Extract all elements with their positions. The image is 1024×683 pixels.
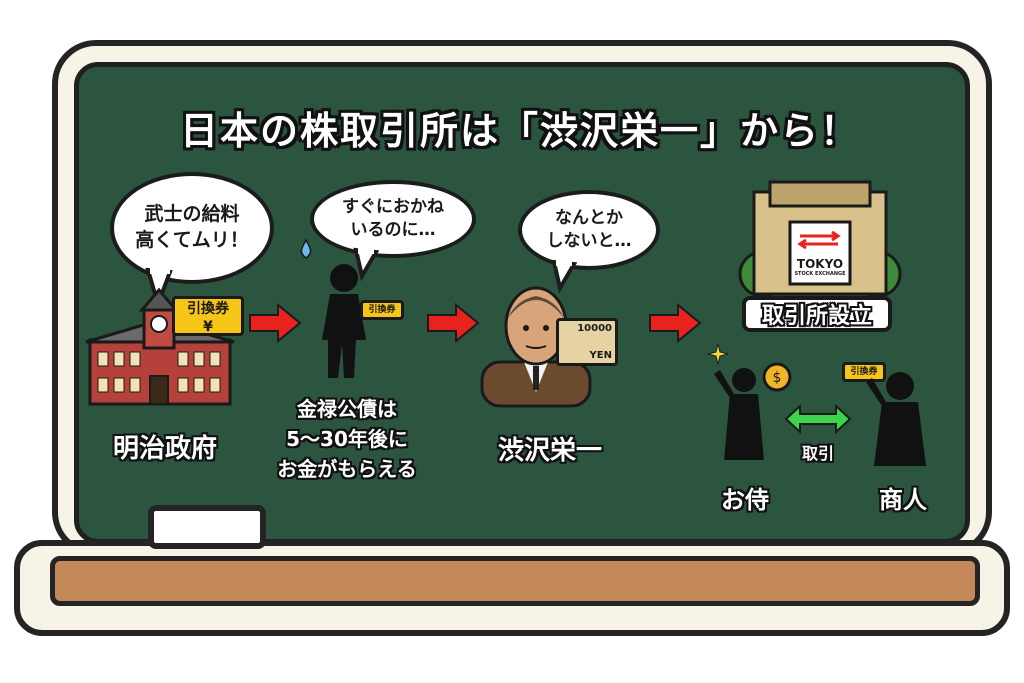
bubble-tail-government xyxy=(145,266,173,311)
flow-arrow-icon xyxy=(427,302,480,344)
page-title: 日本の株取引所は「渋沢栄一」から！ xyxy=(179,109,860,153)
merchant-silhouette-icon xyxy=(866,372,926,466)
trade-label: 取引 xyxy=(801,444,834,463)
shibusawa-label: 渋沢栄一 xyxy=(497,436,602,466)
banknote: 10000 YEN xyxy=(556,318,618,366)
bubble-tail-samurai xyxy=(353,246,380,282)
exchange-label-box xyxy=(742,296,892,332)
sparkle-icon xyxy=(707,343,729,365)
exchange-ticket: 引換券 ¥ xyxy=(172,296,244,336)
speech-bubble-samurai: すぐにおかねいるのに… xyxy=(310,180,476,258)
samurai-silhouette-icon xyxy=(322,264,382,378)
meiji-government-building-icon xyxy=(85,287,235,406)
samurai-trade-label: お侍 xyxy=(721,486,769,514)
stock-exchange-building-icon xyxy=(738,180,902,298)
chalk-tray xyxy=(50,556,980,606)
government-label: 明治政府 xyxy=(112,434,217,464)
exchange-label: 取引所設立 xyxy=(761,304,872,329)
eraser xyxy=(148,505,266,549)
shibusawa-portrait-icon xyxy=(480,286,592,408)
gold-coin-icon: $ xyxy=(762,362,792,392)
merchant-label: 商人 xyxy=(879,486,927,514)
svg-text:$: $ xyxy=(773,370,782,386)
trade-arrow-icon xyxy=(784,403,852,435)
exchange-ticket: 引換券 xyxy=(842,362,886,382)
trading-samurai-silhouette-icon xyxy=(714,368,764,460)
speech-bubble-government: 武士の給料高くてムリ！ xyxy=(110,172,274,284)
exchange-ticket: 引換券 xyxy=(360,300,404,320)
flow-arrow-icon xyxy=(649,302,702,344)
speech-bubble-shibusawa: なんとかしないと… xyxy=(518,190,660,270)
exchange-sign: TOKYO STOCK EXCHANGE xyxy=(794,257,846,278)
bubble-tail-shibusawa xyxy=(551,258,578,294)
bond-description-label: 金禄公債は 5〜30年後に お金がもらえる xyxy=(277,397,417,481)
flow-arrow-icon xyxy=(249,302,302,344)
sweat-drop-icon xyxy=(300,238,312,259)
